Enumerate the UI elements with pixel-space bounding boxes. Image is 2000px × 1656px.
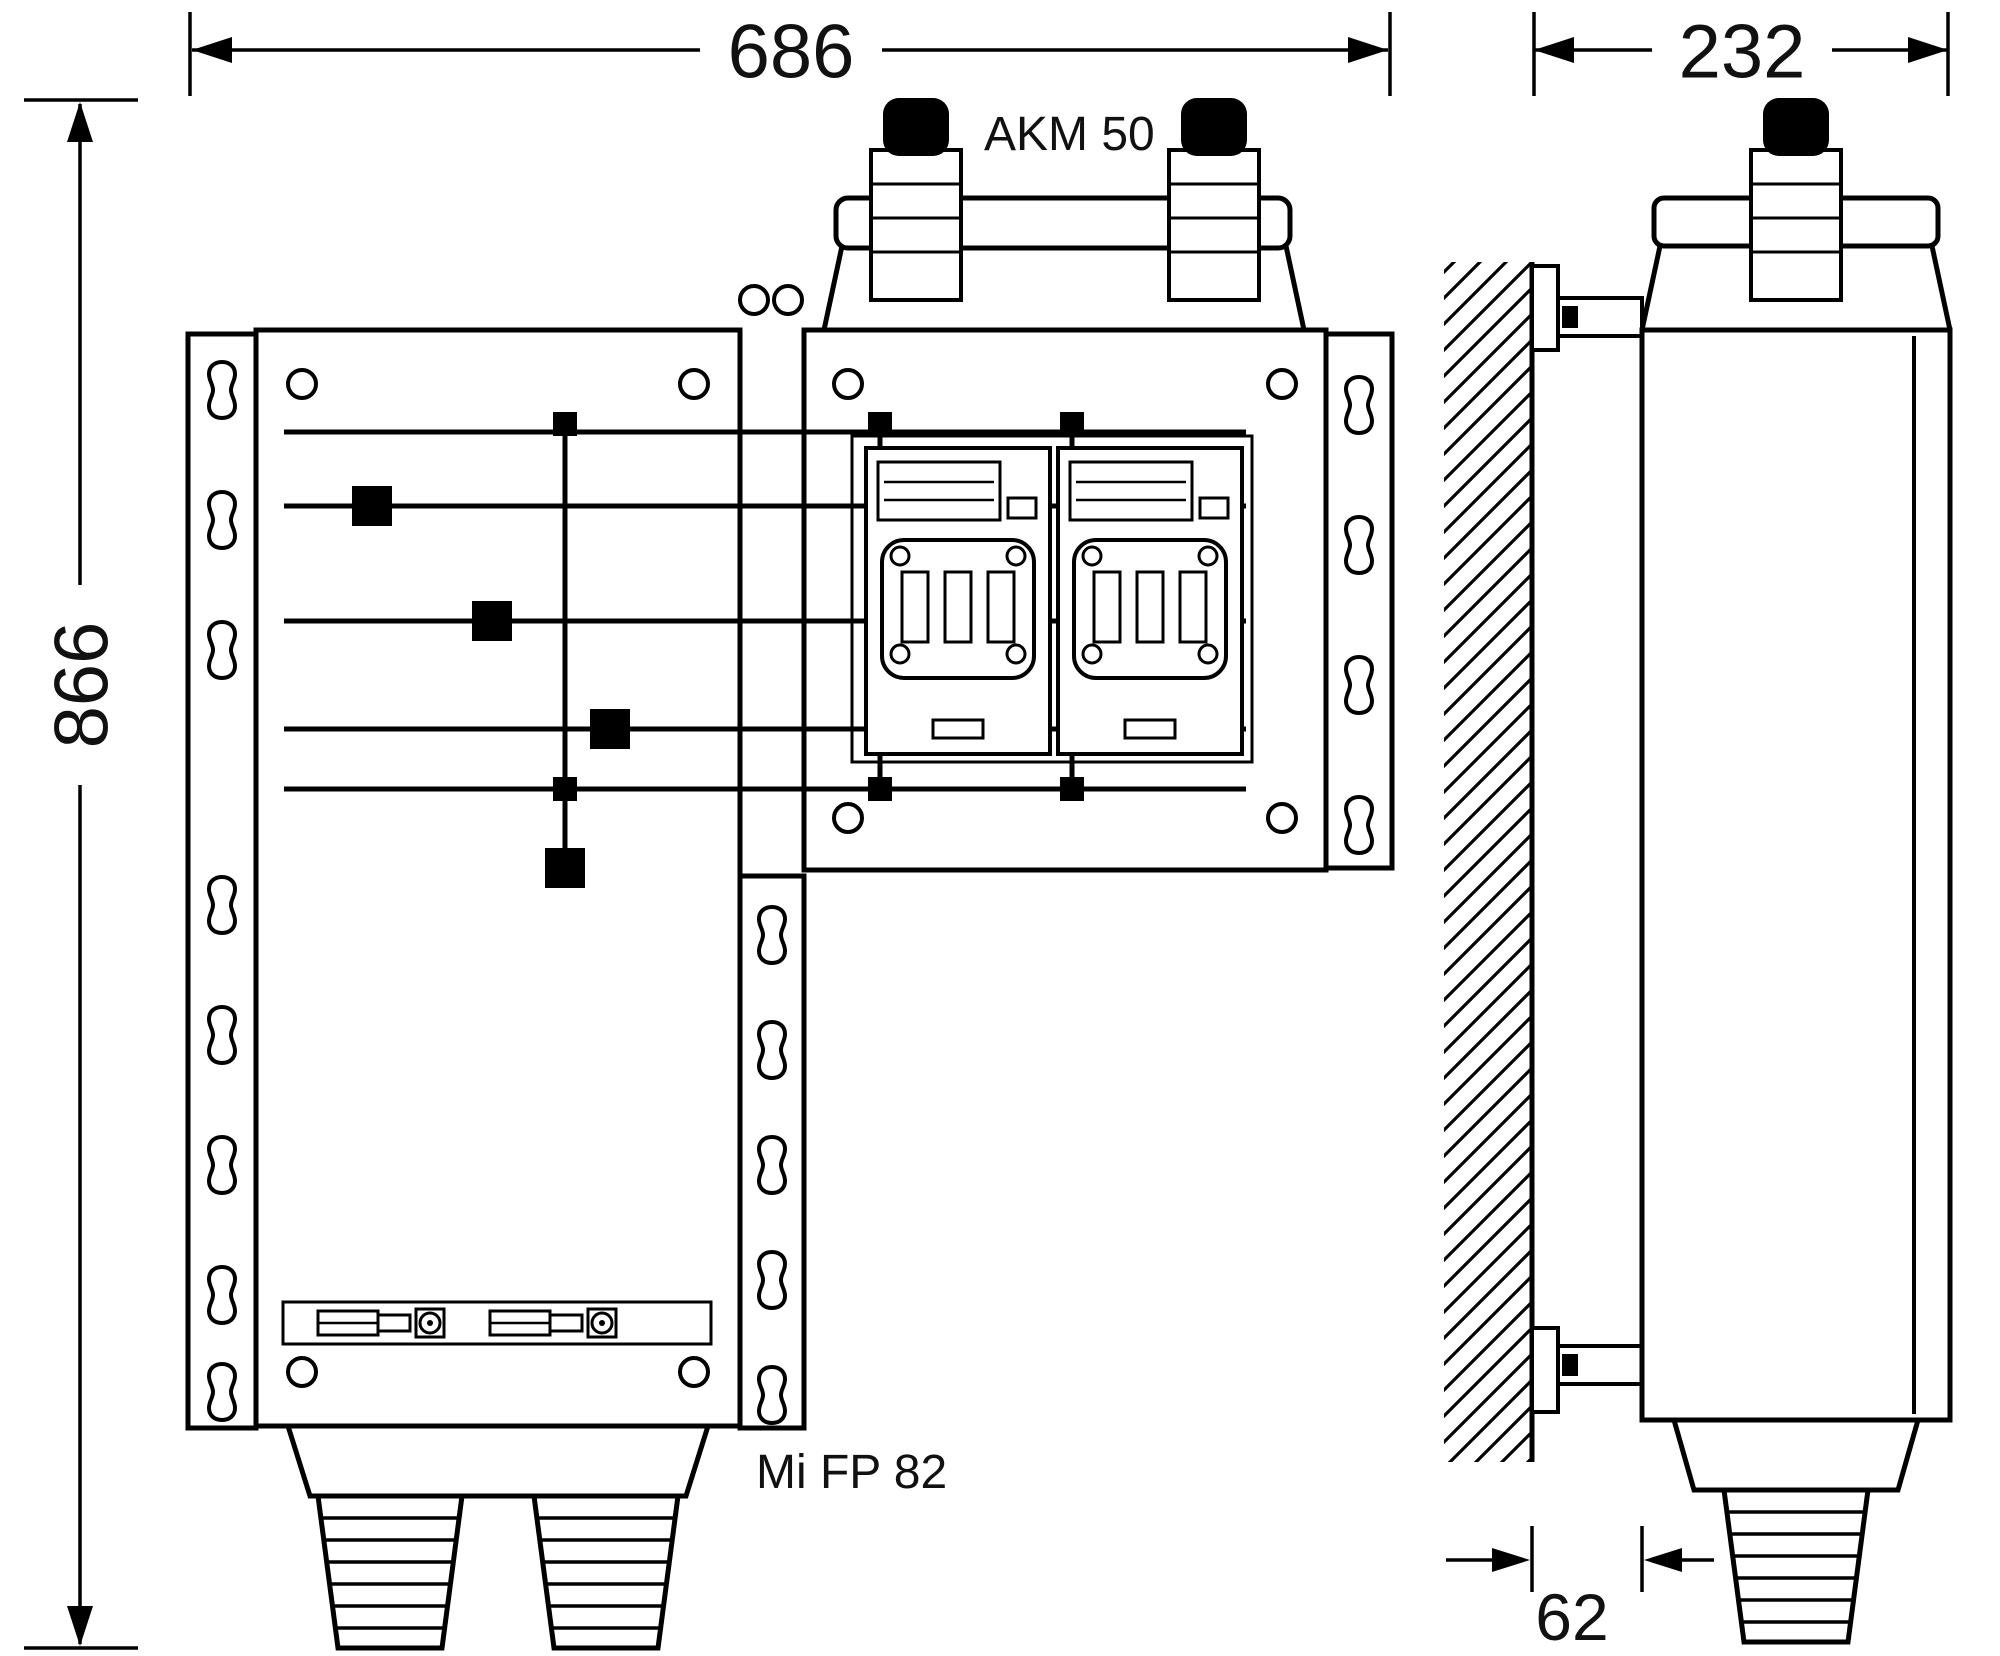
mounting-slot xyxy=(1344,515,1374,575)
bottom-flange-side xyxy=(1670,1417,1922,1493)
arrowhead-top xyxy=(67,102,93,142)
tap-terminal xyxy=(1060,412,1084,436)
fuse-mounting-frame xyxy=(850,434,1254,764)
bottom-flange xyxy=(284,1423,712,1499)
mounting-slot xyxy=(757,1020,787,1080)
corner-screw xyxy=(832,368,864,400)
dimension-value-width: 686 xyxy=(728,10,855,95)
arrowhead-left xyxy=(192,37,232,63)
mounting-slot xyxy=(1344,655,1374,715)
tap-connector xyxy=(472,601,512,641)
side-view xyxy=(1444,96,1953,1642)
tap-connector xyxy=(352,486,392,526)
connector-nose xyxy=(376,1313,412,1333)
corner-screw xyxy=(832,802,864,834)
dimension-total-depth: 232 xyxy=(1532,10,1950,96)
bracket-plate xyxy=(1530,264,1560,352)
fuse-switch-2 xyxy=(1056,446,1244,756)
mounting-slot xyxy=(207,360,237,420)
cone-gland-right xyxy=(534,1496,678,1648)
bracket-screw xyxy=(1562,306,1578,328)
bracket-plate xyxy=(1530,1326,1560,1414)
corner-screw xyxy=(678,368,710,400)
cone-gland-left xyxy=(318,1496,462,1648)
dimension-total-width: 686 xyxy=(188,10,1392,96)
side-box-body xyxy=(1639,327,1953,1423)
mounting-slot xyxy=(1344,375,1374,435)
arrowhead-left xyxy=(1492,1548,1530,1572)
front-view: AKM 50 Mi FP 82 xyxy=(185,96,1395,1648)
mounting-slot xyxy=(207,1135,237,1195)
mounting-slot xyxy=(207,875,237,935)
joint-screw xyxy=(738,284,770,316)
mounting-bracket-right xyxy=(1323,331,1395,871)
label-main-enclosure: Mi FP 82 xyxy=(756,1446,947,1499)
bracket-screw xyxy=(1562,1354,1578,1376)
mounting-slot xyxy=(207,1005,237,1065)
mounting-slot xyxy=(757,905,787,965)
tap-terminal xyxy=(553,777,577,801)
main-enclosure-box xyxy=(253,327,743,1429)
dimension-value-height: 866 xyxy=(40,622,125,749)
tap-connector xyxy=(590,709,630,749)
wall-bracket-top xyxy=(1530,264,1644,352)
tap-connector xyxy=(545,848,585,888)
cable-gland-top-left xyxy=(869,96,963,302)
mounting-slot xyxy=(207,1362,237,1422)
adapter-cap xyxy=(820,96,1308,333)
tap-terminal xyxy=(868,777,892,801)
dimension-value-depth: 232 xyxy=(1679,10,1806,95)
tap-terminal xyxy=(868,412,892,436)
arrowhead-bottom xyxy=(67,1606,93,1646)
screw-dot xyxy=(427,1320,433,1326)
dimension-wall-offset: 62 xyxy=(1446,1526,1714,1654)
mounting-bracket-left xyxy=(185,331,259,1431)
arrowhead-left xyxy=(1534,37,1574,63)
corner-screw xyxy=(286,1356,318,1388)
fuse-switch-1 xyxy=(864,446,1052,756)
cap-slant-right xyxy=(1929,245,1953,331)
screw-dot xyxy=(599,1320,605,1326)
terminal-connector xyxy=(316,1307,446,1339)
connector-nose xyxy=(548,1313,584,1333)
mounting-slot xyxy=(207,490,237,550)
joint-screw xyxy=(772,284,804,316)
wall-hatching xyxy=(1444,262,1532,1462)
label-adapter-box: AKM 50 xyxy=(984,108,1155,161)
side-enclosure xyxy=(1639,96,1953,1642)
wall-bracket-bottom xyxy=(1530,1326,1644,1414)
mounting-bracket-middle xyxy=(737,873,807,1431)
dimension-value-wall-offset: 62 xyxy=(1535,1580,1608,1654)
wall-hatch xyxy=(1444,262,1535,1462)
corner-screw xyxy=(1266,368,1298,400)
mounting-slot xyxy=(757,1135,787,1195)
arrowhead-right xyxy=(1644,1548,1682,1572)
mounting-slot xyxy=(207,620,237,680)
mounting-slot xyxy=(757,1365,787,1425)
corner-screw xyxy=(678,1356,710,1388)
corner-screw xyxy=(1266,802,1298,834)
terminal-strip xyxy=(281,1300,713,1346)
tap-terminal xyxy=(1060,777,1084,801)
cap-slant-left xyxy=(1639,245,1663,331)
corner-screw xyxy=(286,368,318,400)
arrowhead-right xyxy=(1908,37,1948,63)
arrowhead-right xyxy=(1348,37,1388,63)
cable-gland-top-side xyxy=(1749,96,1843,302)
dimension-total-height: 866 xyxy=(24,98,138,1650)
cone-gland-side xyxy=(1724,1490,1868,1642)
mounting-slot xyxy=(207,1265,237,1325)
terminal-connector xyxy=(488,1307,618,1339)
mounting-slot xyxy=(1344,795,1374,855)
tap-terminal xyxy=(553,412,577,436)
cable-gland-top-right xyxy=(1167,96,1261,302)
mounting-slot xyxy=(757,1250,787,1310)
